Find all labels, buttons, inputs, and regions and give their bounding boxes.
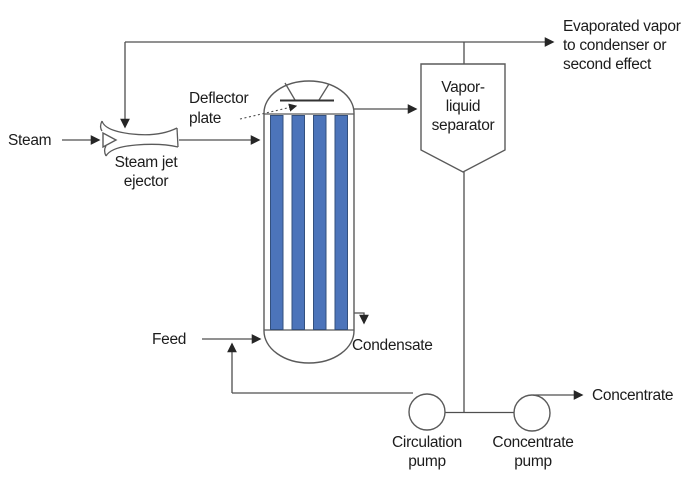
heating-tube [313, 115, 327, 330]
label-line: Feed [152, 331, 187, 348]
label-line: Deflector [189, 90, 249, 107]
label-line: separator [431, 117, 495, 134]
vapor-liquid-separator-shape [420, 63, 506, 173]
label-line: liquid [445, 98, 481, 115]
heating-tube [291, 115, 305, 330]
vapor-funnel-left [284, 82, 296, 101]
label-line: Vapor- [441, 79, 485, 96]
deflector-plate-label: Deflector plate [189, 89, 249, 129]
condensate-drain-line [354, 312, 369, 325]
heating-tube [334, 115, 348, 330]
label-line: Steam [8, 132, 52, 149]
label-line: Steam jet [114, 154, 178, 171]
condensate-label: Condensate [352, 336, 433, 355]
vapor-funnel-right [318, 83, 330, 101]
label-line: Concentrate [492, 434, 574, 451]
steam-jet-ejector-label: Steam jet ejector [90, 153, 202, 191]
ejector-inlet-lip-top [99, 120, 103, 132]
heating-tube [270, 115, 284, 330]
ejector-nozzle [102, 131, 118, 149]
ejector-outlet-cap [176, 127, 179, 148]
vapor-liquid-separator-label: Vapor- liquid separator [421, 78, 505, 135]
steam-label: Steam [8, 131, 52, 150]
feed-label: Feed [152, 330, 186, 349]
label-line: Concentrate [592, 387, 674, 404]
label-line: Circulation [392, 434, 462, 451]
label-line: to condenser or [563, 37, 667, 54]
concentrate-pump-circle [513, 394, 551, 432]
concentrate-label: Concentrate [592, 386, 673, 405]
evaporated-vapor-label: Evaporated vapor to condenser or second … [563, 17, 681, 74]
label-line: ejector [123, 173, 169, 190]
label-line: Condensate [352, 337, 433, 354]
ejector-inlet-lip-bottom [103, 145, 107, 157]
concentrate-pump-label: Concentrate pump [485, 434, 581, 471]
circulation-pump-circle [408, 393, 446, 431]
ejector-top-wall [101, 120, 178, 136]
evaporator-column-shell [263, 80, 355, 364]
label-line: second effect [563, 56, 652, 73]
label-line: plate [189, 110, 222, 127]
ejector-bottom-wall [105, 143, 179, 157]
label-line: pump [408, 452, 446, 470]
label-line: pump [514, 452, 552, 470]
circulation-pump-label: Circulation pump [381, 434, 473, 471]
deflector-pointer-line [239, 103, 298, 120]
label-line: Evaporated vapor [563, 18, 681, 35]
